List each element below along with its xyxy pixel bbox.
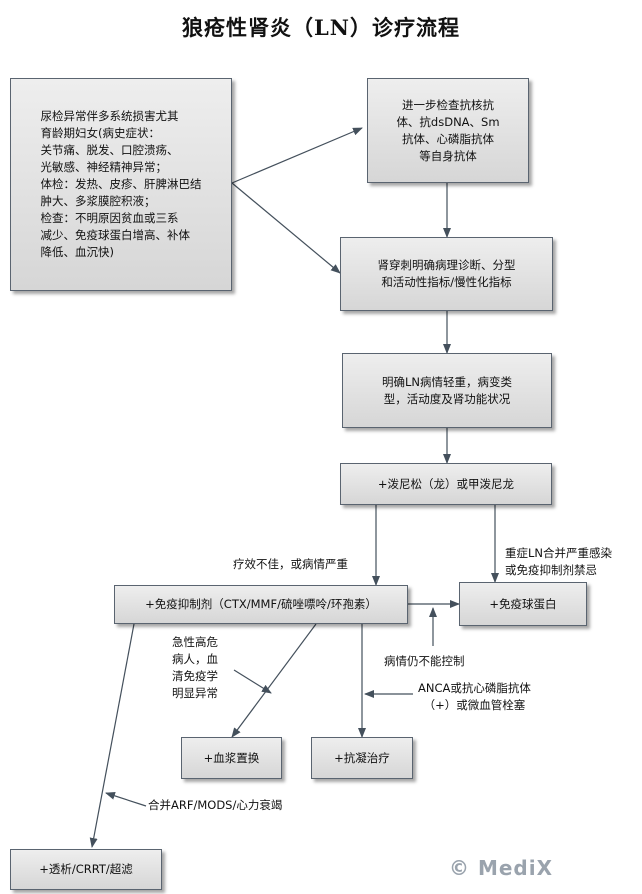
plasma-exchange-box: +血浆置换 [181, 737, 282, 779]
immunosuppressant-box: +免疫抑制剂（CTX/MMF/硫唑嘌呤/环孢素） [114, 585, 408, 624]
page-title: 狼疮性肾炎（LN）诊疗流程 [182, 15, 460, 40]
note-uncontrolled: 病情仍不能控制 [384, 654, 465, 668]
medix-logo: © MediX [449, 856, 554, 880]
arrow-acute-pointer [233, 669, 272, 694]
prednisone-box: +泼尼松（龙）或甲泼尼龙 [340, 463, 552, 505]
note-poor-effect: 疗效不佳，或病情严重 [233, 557, 348, 571]
dialysis-box: +透析/CRRT/超滤 [10, 849, 162, 890]
arrow-immuno-to-dialysis [89, 623, 135, 848]
arrow-symptoms-to-antibody [231, 127, 363, 184]
note-arf-mods: 合并ARF/MODS/心力衰竭 [148, 798, 283, 812]
note-acute-high-risk: 急性高危 病人，血 清免疫学 明显异常 [172, 635, 218, 700]
immunoglobulin-box: +免疫球蛋白 [459, 582, 587, 626]
note-anca: ANCA或抗心磷脂抗体 （+）或微血管栓塞 [418, 681, 531, 712]
anticoagulation-box: +抗凝治疗 [311, 737, 413, 779]
antibody-test-box: 进一步检查抗核抗 体、抗dsDNA、Sm 抗体、心磷脂抗体 等自身抗体 [367, 78, 529, 183]
symptoms-box: 尿检异常伴多系统损害尤其 育龄期妇女(病史症状： 关节痛、脱发、口腔溃疡、 光敏… [10, 78, 232, 291]
renal-biopsy-box: 肾穿刺明确病理诊断、分型 和活动性指标/慢性化指标 [340, 237, 553, 311]
assessment-box: 明确LN病情轻重，病变类 型，活动度及肾功能状况 [342, 353, 552, 428]
arrow-immuno-to-plasma [231, 623, 317, 738]
note-severe-ln: 重症LN合并严重感染 或免疫抑制剂禁忌 [505, 546, 613, 577]
arrow-symptoms-to-biopsy [231, 182, 341, 274]
arrow-arf-pointer [105, 791, 147, 807]
